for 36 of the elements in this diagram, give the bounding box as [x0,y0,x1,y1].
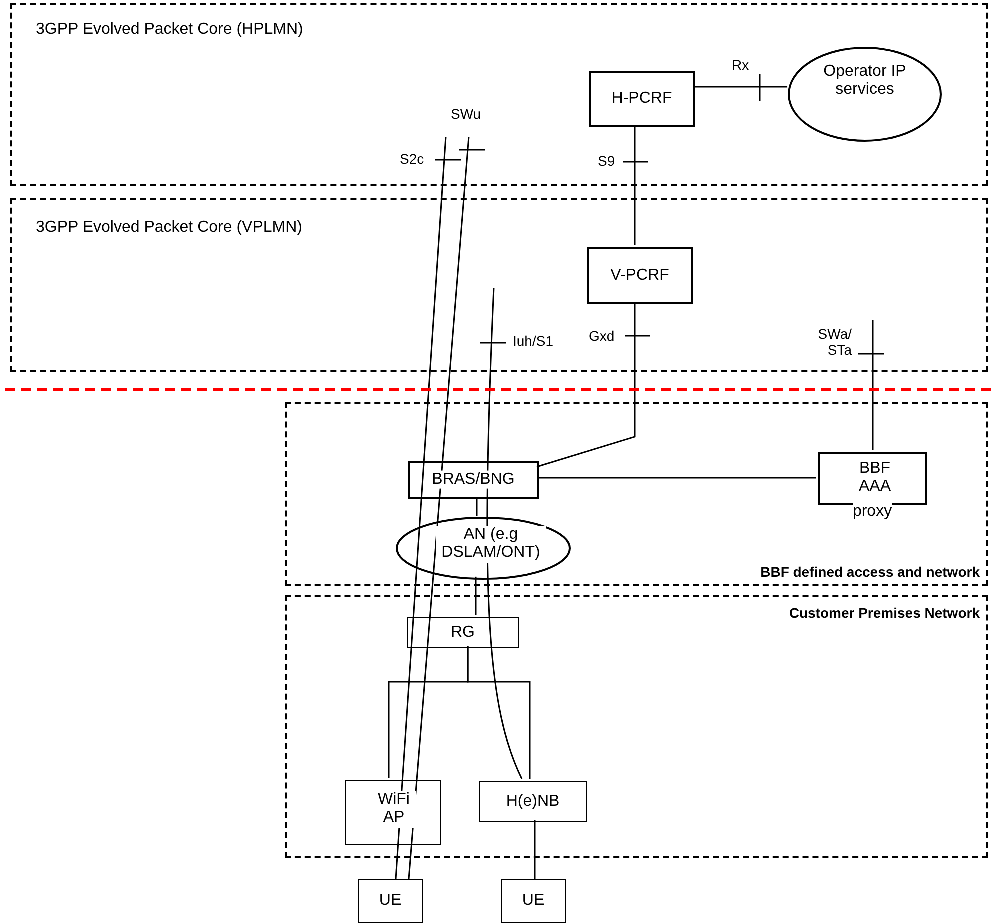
region-title: BBF defined access and network [760,564,980,580]
node-label: H(e)NB [506,792,560,811]
connector-line [408,136,470,880]
edge-label: SWu [451,106,482,122]
network-element-box [358,879,423,923]
connector-line [467,646,531,779]
connector-line [476,497,478,516]
connector-line [537,477,816,479]
connector-line [475,576,477,615]
node-caption: proxy [852,503,892,522]
connector-line [693,86,788,88]
connector-line [634,125,636,245]
connector-line [534,820,536,879]
network-region [285,595,988,858]
network-element-box [587,247,693,304]
connector-line [395,136,447,880]
node-label: AN (e.g DSLAM/ONT) [436,526,546,563]
network-region [285,402,988,586]
network-element-box [408,461,539,499]
network-element-box [589,71,695,127]
edge-label: S9 [598,153,616,170]
network-region [10,3,988,186]
network-ellipse [396,517,571,580]
connector-line [536,302,636,468]
connector-line [486,288,523,780]
network-element-box [501,879,566,923]
node-label: BRAS/BNG [432,470,515,490]
network-element-box [479,781,587,822]
edge-label: Iuh/S1 [513,333,554,350]
network-element-box [407,617,519,648]
edge-label: S2c [400,151,424,168]
network-ellipse [788,47,942,142]
connector-line [872,320,874,450]
region-title: Customer Premises Network [789,605,980,622]
network-element-box [345,780,441,845]
edge-label: Gxd [589,328,615,344]
